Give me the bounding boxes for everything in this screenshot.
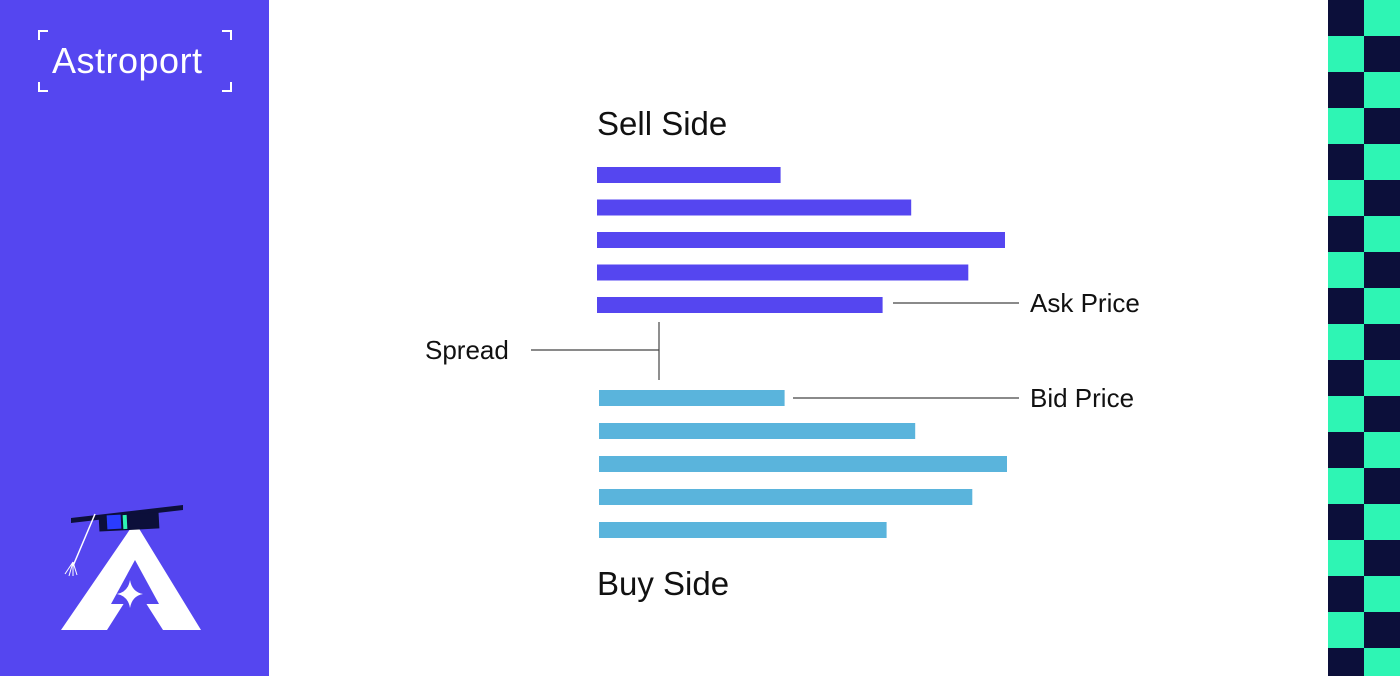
sell-side-title: Sell Side (597, 105, 727, 142)
checker-cell (1328, 216, 1364, 252)
buy-bar (599, 390, 785, 406)
checkerboard-pattern (1328, 0, 1400, 676)
checker-cell (1328, 36, 1364, 72)
checker-cell (1328, 504, 1364, 540)
ask-price-label: Ask Price (1030, 288, 1140, 318)
sell-bar (597, 199, 912, 216)
checker-cell (1328, 396, 1364, 432)
checker-cell (1328, 108, 1364, 144)
graduation-cap-a-icon (61, 505, 201, 630)
buy-side-title: Buy Side (597, 565, 729, 602)
checker-cell (1364, 72, 1400, 108)
sidebar: Astroport (0, 0, 269, 676)
bracket-frame-icon (222, 30, 232, 40)
sell-bar (597, 167, 781, 183)
checker-cell (1328, 252, 1364, 288)
brand-logo: Astroport (38, 30, 232, 92)
checker-cell (1328, 360, 1364, 396)
checker-cell (1364, 540, 1400, 576)
checker-cell (1364, 504, 1400, 540)
bracket-frame-icon (38, 30, 48, 40)
checker-cell (1364, 396, 1400, 432)
bracket-frame-icon (38, 82, 48, 92)
checker-cell (1364, 612, 1400, 648)
sell-bar (597, 297, 883, 313)
checker-cell (1364, 0, 1400, 36)
checker-cell (1364, 432, 1400, 468)
checker-cell (1328, 540, 1364, 576)
checker-cell (1364, 648, 1400, 676)
buy-bar (599, 423, 916, 439)
buy-bars (599, 390, 1007, 538)
checker-cell (1328, 648, 1364, 676)
checker-cell (1364, 252, 1400, 288)
checker-cell (1328, 432, 1364, 468)
checker-cell (1364, 108, 1400, 144)
main-content: Sell Side Ask Price Spread Bid Price Buy… (269, 0, 1328, 676)
order-book-diagram: Sell Side Ask Price Spread Bid Price Buy… (425, 105, 1140, 602)
buy-bar (599, 456, 1007, 472)
checker-cell (1364, 180, 1400, 216)
checker-cell (1328, 288, 1364, 324)
checker-cell (1364, 144, 1400, 180)
bracket-frame-icon (222, 82, 232, 92)
checker-cell (1364, 576, 1400, 612)
checker-cell (1328, 324, 1364, 360)
sell-bar (597, 264, 969, 281)
checker-cell (1364, 360, 1400, 396)
checker-cell (1364, 36, 1400, 72)
checker-cell (1328, 180, 1364, 216)
bid-price-label: Bid Price (1030, 383, 1134, 413)
checker-cell (1328, 576, 1364, 612)
checker-cell (1328, 468, 1364, 504)
checker-cell (1328, 72, 1364, 108)
checker-cell (1364, 216, 1400, 252)
checker-cell (1328, 144, 1364, 180)
sell-bars (597, 167, 1005, 313)
buy-bar (599, 522, 887, 538)
checker-cell (1364, 324, 1400, 360)
buy-bar (599, 489, 973, 505)
spread-label: Spread (425, 335, 509, 365)
checker-cell (1364, 288, 1400, 324)
sell-bar (597, 232, 1005, 248)
checker-cell (1328, 0, 1364, 36)
checker-cell (1364, 468, 1400, 504)
brand-name: Astroport (52, 40, 203, 81)
checker-cell (1328, 612, 1364, 648)
